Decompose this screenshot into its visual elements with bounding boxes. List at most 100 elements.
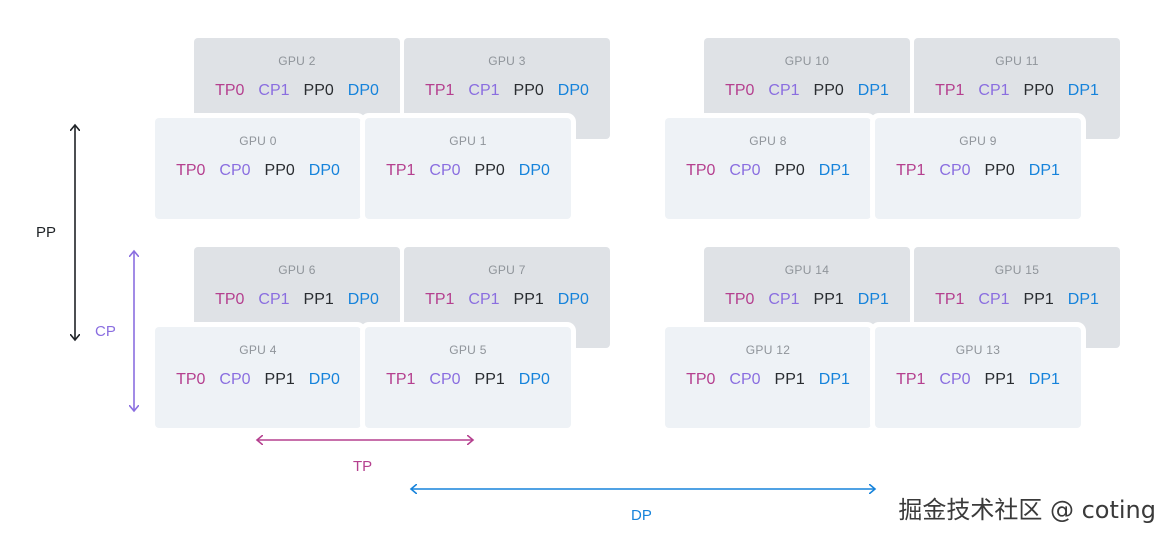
pp-rank-tag: PP1: [264, 371, 295, 388]
pp-rank-tag: PP1: [984, 371, 1015, 388]
tp-rank-tag: TP1: [425, 291, 455, 308]
dp-rank-tag: DP0: [308, 162, 340, 179]
dp-rank-tag: DP1: [1028, 162, 1060, 179]
dp-axis-label: DP: [631, 507, 652, 524]
dp-rank-tag: DP1: [1067, 82, 1099, 99]
pp-rank-tag: PP1: [774, 371, 805, 388]
dp-rank-tag: DP0: [518, 162, 550, 179]
dp-rank-tag: DP0: [557, 82, 589, 99]
tp-rank-tag: TP0: [725, 82, 755, 99]
tp-rank-tag: TP1: [386, 371, 416, 388]
tp-axis-label: TP: [353, 458, 373, 475]
pp-rank-tag: PP0: [303, 82, 334, 99]
cp-rank-tag: CP0: [729, 162, 761, 179]
cp-rank-tag: CP1: [978, 291, 1010, 308]
pp-rank-tag: PP1: [813, 291, 844, 308]
gpu-rank-tags: TP0 CP1 PP1 DP0: [194, 291, 400, 309]
tp-rank-tag: TP1: [935, 291, 965, 308]
gpu-rank-tags: TP1 CP0 PP1 DP1: [875, 371, 1081, 389]
cp-rank-tag: CP1: [258, 291, 290, 308]
cp-rank-tag: CP0: [429, 371, 461, 388]
dp-rank-tag: DP0: [347, 82, 379, 99]
dp-rank-tag: DP1: [1028, 371, 1060, 388]
cp-rank-tag: CP0: [219, 162, 251, 179]
gpu-name: GPU 6: [278, 263, 316, 277]
cp-rank-tag: CP1: [258, 82, 290, 99]
gpu-rank-tags: TP0 CP0 PP1 DP1: [665, 371, 871, 389]
gpu-name: GPU 2: [278, 54, 316, 68]
gpu-name: GPU 5: [449, 343, 487, 357]
pp-rank-tag: PP1: [513, 291, 544, 308]
cp-rank-tag: CP1: [768, 291, 800, 308]
gpu-name: GPU 8: [749, 134, 787, 148]
gpu-name: GPU 11: [995, 54, 1039, 68]
gpu-rank-tags: TP0 CP0 PP0 DP0: [155, 162, 361, 180]
gpu-card-4: GPU 4 TP0 CP0 PP1 DP0: [155, 327, 361, 428]
tp-rank-tag: TP0: [215, 291, 245, 308]
watermark: 掘金技术社区 @ coting: [898, 496, 1156, 524]
gpu-rank-tags: TP0 CP1 PP0 DP0: [194, 82, 400, 100]
gpu-name: GPU 9: [959, 134, 997, 148]
pp-rank-tag: PP0: [774, 162, 805, 179]
gpu-card-5: GPU 5 TP1 CP0 PP1 DP0: [365, 327, 571, 428]
gpu-card-12: GPU 12 TP0 CP0 PP1 DP1: [665, 327, 871, 428]
dp-rank-tag: DP0: [347, 291, 379, 308]
dp-rank-tag: DP1: [818, 371, 850, 388]
tp-rank-tag: TP1: [425, 82, 455, 99]
cp-rank-tag: CP0: [729, 371, 761, 388]
gpu-name: GPU 4: [239, 343, 277, 357]
dp-rank-tag: DP0: [557, 291, 589, 308]
dp-rank-tag: DP1: [857, 291, 889, 308]
dp-rank-tag: DP1: [818, 162, 850, 179]
gpu-card-0: GPU 0 TP0 CP0 PP0 DP0: [155, 118, 361, 219]
cp-rank-tag: CP0: [939, 162, 971, 179]
dp-rank-tag: DP1: [1067, 291, 1099, 308]
gpu-name: GPU 12: [745, 343, 791, 357]
gpu-name: GPU 0: [239, 134, 277, 148]
gpu-name: GPU 14: [784, 263, 830, 277]
cp-rank-tag: CP1: [468, 82, 500, 99]
dp-rank-tag: DP0: [518, 371, 550, 388]
gpu-rank-tags: TP1 CP1 PP1 DP0: [404, 291, 610, 309]
pp-rank-tag: PP0: [264, 162, 295, 179]
cp-rank-tag: CP0: [429, 162, 461, 179]
pp-rank-tag: PP0: [474, 162, 505, 179]
tp-rank-tag: TP1: [935, 82, 965, 99]
cp-rank-tag: CP1: [468, 291, 500, 308]
gpu-name: GPU 7: [488, 263, 526, 277]
tp-rank-tag: TP0: [176, 371, 206, 388]
tp-rank-tag: TP0: [686, 162, 716, 179]
gpu-name: GPU 3: [488, 54, 526, 68]
tp-rank-tag: TP0: [215, 82, 245, 99]
tp-rank-tag: TP1: [896, 371, 926, 388]
gpu-rank-tags: TP0 CP0 PP1 DP0: [155, 371, 361, 389]
tp-rank-tag: TP0: [725, 291, 755, 308]
tp-rank-tag: TP1: [896, 162, 926, 179]
gpu-rank-tags: TP1 CP0 PP1 DP0: [365, 371, 571, 389]
dp-rank-tag: DP0: [308, 371, 340, 388]
gpu-rank-tags: TP1 CP1 PP1 DP1: [914, 291, 1120, 309]
gpu-rank-tags: TP1 CP0 PP0 DP1: [875, 162, 1081, 180]
pp-rank-tag: PP0: [1023, 82, 1054, 99]
pp-rank-tag: PP1: [1023, 291, 1054, 308]
pp-rank-tag: PP1: [303, 291, 334, 308]
gpu-rank-tags: TP0 CP0 PP0 DP1: [665, 162, 871, 180]
tp-rank-tag: TP0: [176, 162, 206, 179]
pp-rank-tag: PP1: [474, 371, 505, 388]
pp-rank-tag: PP0: [984, 162, 1015, 179]
cp-rank-tag: CP1: [768, 82, 800, 99]
cp-rank-tag: CP0: [219, 371, 251, 388]
pp-axis-label: PP: [36, 224, 57, 241]
gpu-name: GPU 1: [449, 134, 487, 148]
tp-rank-tag: TP0: [686, 371, 716, 388]
cp-rank-tag: CP1: [978, 82, 1010, 99]
gpu-rank-tags: TP0 CP1 PP1 DP1: [704, 291, 910, 309]
cp-rank-tag: CP0: [939, 371, 971, 388]
gpu-card-9: GPU 9 TP1 CP0 PP0 DP1: [875, 118, 1081, 219]
